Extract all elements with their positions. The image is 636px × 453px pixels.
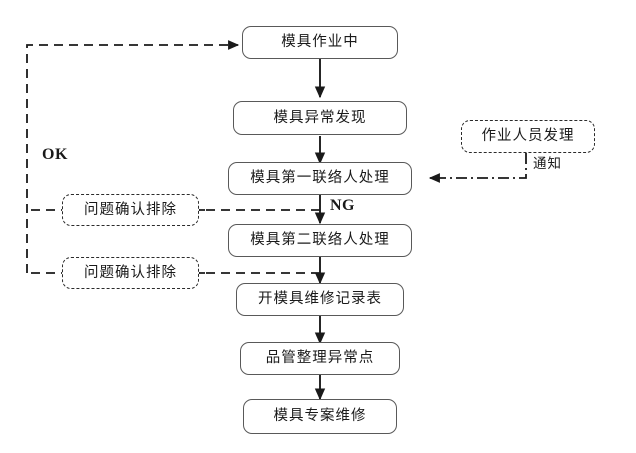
- node-special-repair-label: 模具专案维修: [273, 408, 367, 425]
- node-mold-operating-label: 模具作业中: [281, 34, 359, 51]
- edge-label-notice: 通知: [533, 156, 562, 171]
- node-problem-confirm-1[interactable]: 问题确认排除: [62, 194, 199, 226]
- node-open-repair-record[interactable]: 开模具维修记录表: [236, 283, 404, 316]
- node-problem-confirm-1-label: 问题确认排除: [84, 201, 177, 218]
- node-mold-operating[interactable]: 模具作业中: [242, 26, 398, 59]
- node-second-contact[interactable]: 模具第二联络人处理: [228, 224, 412, 257]
- node-open-repair-record-label: 开模具维修记录表: [258, 291, 382, 308]
- node-special-repair[interactable]: 模具专案维修: [243, 399, 397, 434]
- wire-notify: [428, 153, 527, 183]
- node-abnormality-found-label: 模具异常发现: [273, 109, 367, 126]
- node-second-contact-label: 模具第二联络人处理: [250, 232, 390, 249]
- edge-label-ok: OK: [42, 146, 68, 163]
- node-problem-confirm-2[interactable]: 问题确认排除: [62, 257, 199, 289]
- node-operator-handle-label: 作业人员发理: [481, 128, 575, 145]
- node-qc-collect-points[interactable]: 品管整理异常点: [240, 342, 400, 375]
- node-first-contact[interactable]: 模具第一联络人处理: [228, 162, 412, 195]
- node-qc-collect-points-label: 品管整理异常点: [265, 350, 375, 367]
- node-abnormality-found[interactable]: 模具异常发现: [233, 101, 407, 135]
- node-first-contact-label: 模具第一联络人处理: [250, 170, 390, 187]
- edge-label-ng: NG: [330, 197, 355, 214]
- node-operator-handle[interactable]: 作业人员发理: [461, 120, 595, 153]
- node-problem-confirm-2-label: 问题确认排除: [84, 264, 177, 281]
